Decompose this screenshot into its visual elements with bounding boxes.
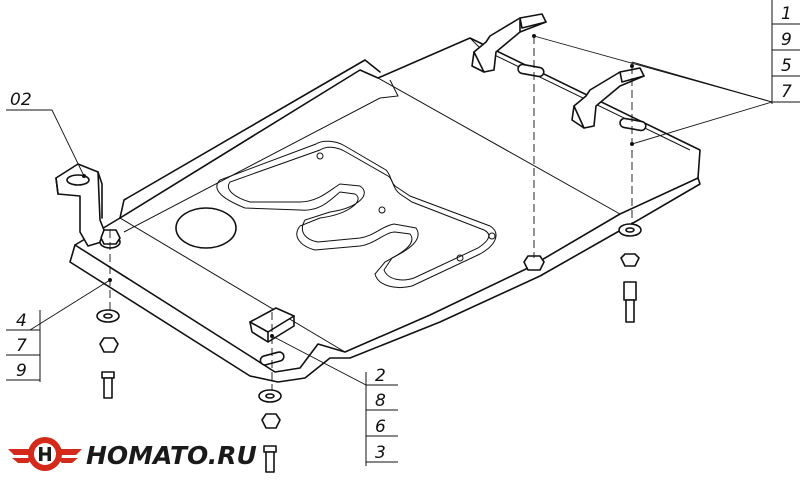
- mount-slots: [259, 63, 647, 366]
- callout-label: 02: [10, 90, 32, 110]
- callout-label: 5: [781, 56, 792, 76]
- front-bracket-left: [55, 163, 109, 247]
- callout-label: 9: [781, 30, 792, 50]
- logo: HOMATO.RU: [8, 437, 257, 471]
- nut-under-plate: [523, 255, 545, 271]
- fastener-stack-bottom: [258, 389, 282, 473]
- callout-bottom: 2 8 6 3: [365, 366, 398, 466]
- callout-label: 8: [375, 391, 386, 411]
- callout-top-right: 1 9 5 7: [771, 0, 800, 104]
- callout-label: 2: [375, 366, 386, 386]
- callout-label: 6: [375, 417, 386, 437]
- callout-label: 3: [375, 443, 386, 463]
- callout-label: 9: [16, 361, 27, 381]
- callout-top-left: 02: [6, 90, 52, 111]
- fastener-stack-right: [618, 223, 642, 323]
- fastener-stack-left: [96, 309, 120, 399]
- leader-lines: [29, 35, 773, 386]
- callout-label: 4: [16, 311, 27, 331]
- skid-plate: [69, 37, 701, 383]
- callout-label: 7: [16, 336, 27, 356]
- logo-wordmark: HOMATO.RU: [86, 441, 257, 470]
- callout-label: 1: [781, 4, 792, 24]
- rear-bracket-left: [471, 13, 547, 73]
- leader-dots: [82, 34, 634, 338]
- rear-bracket-right: [571, 67, 645, 129]
- stiffening-rib: [216, 140, 497, 288]
- access-hole: [175, 207, 237, 249]
- callout-left: 4 7 9: [6, 310, 41, 382]
- callout-label: 7: [781, 82, 792, 102]
- logo-emblem-icon: [8, 437, 82, 471]
